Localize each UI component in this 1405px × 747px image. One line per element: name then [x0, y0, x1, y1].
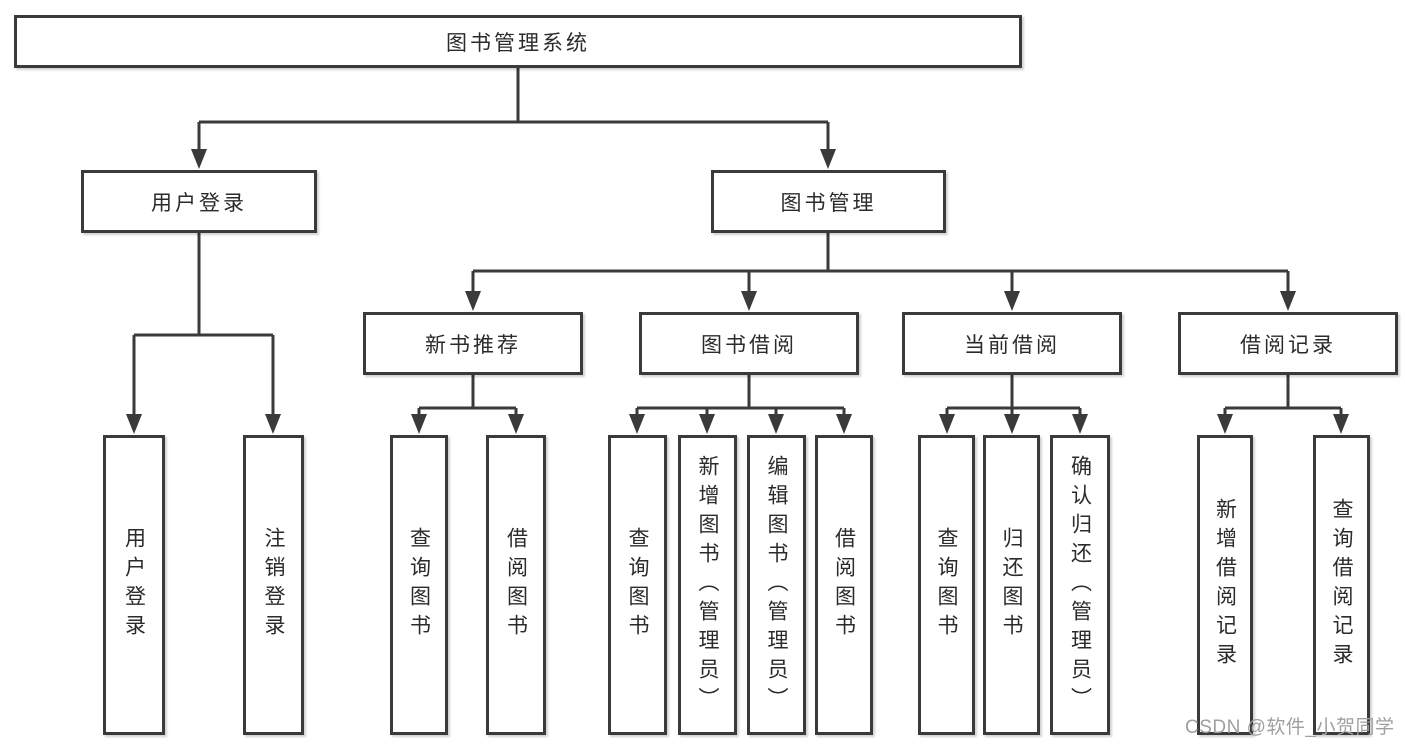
leaf-user-login: 用户登录 — [103, 435, 165, 735]
arrowhead-icon — [191, 149, 207, 169]
watermark: CSDN @软件_小贺同学 — [1185, 717, 1395, 738]
node-new-book-recommend: 新书推荐 — [363, 312, 583, 375]
node-book-management: 图书管理 — [711, 170, 946, 233]
node-root: 图书管理系统 — [14, 15, 1022, 68]
arrowhead-icon — [741, 291, 757, 311]
leaf-logout: 注销登录 — [243, 435, 304, 735]
leaf-return-book: 归还图书 — [983, 435, 1040, 735]
leaf-query-books-current: 查询图书 — [918, 435, 975, 735]
node-label: 当前借阅 — [964, 333, 1060, 357]
arrowhead-icon — [1072, 414, 1088, 434]
node-label: 新书推荐 — [425, 333, 521, 357]
edge-line — [1223, 375, 1343, 415]
leaf-query-books-borrow: 查询图书 — [608, 435, 667, 735]
arrowhead-icon — [1217, 414, 1233, 434]
edges-user-login-to-leaves — [126, 233, 281, 434]
node-label: 图书借阅 — [701, 333, 797, 357]
node-label: 注销登录 — [262, 527, 285, 643]
arrowhead-icon — [1333, 414, 1349, 434]
edges-root-to-level2 — [191, 68, 836, 169]
leaf-add-borrow-record: 新增借阅记录 — [1197, 435, 1253, 735]
edge-line — [132, 233, 275, 415]
node-borrow-records: 借阅记录 — [1178, 312, 1398, 375]
node-label: 编辑图书（管理员） — [765, 454, 788, 716]
arrowhead-icon — [768, 414, 784, 434]
arrowhead-icon — [508, 414, 524, 434]
arrowhead-icon — [629, 414, 645, 434]
node-label: 查询借阅记录 — [1330, 498, 1353, 672]
leaf-confirm-return-admin: 确认归还（管理员） — [1050, 435, 1110, 735]
node-label: 新增借阅记录 — [1213, 498, 1237, 672]
node-label: 查询图书 — [935, 527, 958, 643]
arrowhead-icon — [1004, 291, 1020, 311]
arrowhead-icon — [1004, 414, 1020, 434]
node-label: 查询图书 — [626, 527, 649, 643]
node-label: 查询图书 — [407, 527, 431, 643]
node-user-login: 用户登录 — [81, 170, 317, 233]
node-label: 借阅图书 — [504, 527, 528, 643]
edges-book-borrow-to-leaves — [629, 375, 852, 434]
arrowhead-icon — [126, 414, 142, 434]
node-label: 确认归还（管理员） — [1068, 454, 1092, 716]
node-label: 用户登录 — [151, 191, 247, 215]
node-label: 图书管理系统 — [446, 31, 590, 55]
leaf-query-borrow-record: 查询借阅记录 — [1313, 435, 1370, 735]
node-label: 用户登录 — [122, 527, 146, 643]
leaf-borrow-books-recommend: 借阅图书 — [486, 435, 546, 735]
edges-borrow-records-to-leaves — [1217, 375, 1349, 434]
edge-line — [635, 375, 846, 415]
node-label: 图书管理 — [780, 191, 877, 215]
node-label: 新增图书（管理员） — [696, 454, 719, 716]
edge-line — [945, 375, 1082, 415]
arrowhead-icon — [820, 149, 836, 169]
leaf-add-book-admin: 新增图书（管理员） — [678, 435, 737, 735]
node-label: 归还图书 — [1000, 527, 1023, 643]
arrowhead-icon — [465, 291, 481, 311]
edges-new-book-recommend-to-leaves — [411, 375, 524, 434]
node-current-borrow: 当前借阅 — [902, 312, 1122, 375]
edges-current-borrow-to-leaves — [939, 375, 1088, 434]
node-label: 借阅记录 — [1240, 333, 1336, 357]
arrowhead-icon — [411, 414, 427, 434]
leaf-edit-book-admin: 编辑图书（管理员） — [747, 435, 806, 735]
edge-line — [471, 233, 1290, 292]
arrowhead-icon — [836, 414, 852, 434]
edge-line — [197, 68, 830, 151]
arrowhead-icon — [939, 414, 955, 434]
arrowhead-icon — [699, 414, 715, 434]
leaf-query-books-recommend: 查询图书 — [390, 435, 448, 735]
node-label: 借阅图书 — [832, 527, 856, 643]
edge-line — [417, 375, 518, 415]
node-book-borrow: 图书借阅 — [639, 312, 859, 375]
edges-book-management-to-level3 — [465, 233, 1296, 311]
arrowhead-icon — [1280, 291, 1296, 311]
leaf-borrow-books: 借阅图书 — [815, 435, 873, 735]
arrowhead-icon — [265, 414, 281, 434]
